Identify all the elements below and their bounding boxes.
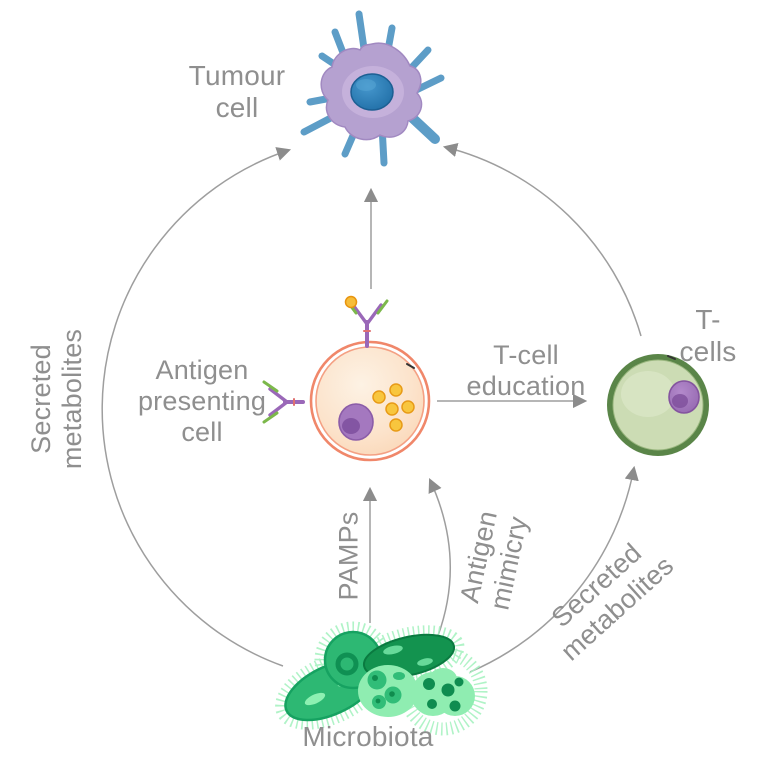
t-cells-label: T-cells: [679, 304, 737, 367]
antibody-receptor-left: [262, 380, 305, 424]
bacterium-spot: [417, 658, 433, 666]
tumour-cell-label: Tumour cell: [188, 60, 286, 123]
apc-vesicles: [372, 383, 415, 432]
antibody-receptor-top: [344, 295, 389, 348]
tcell-membrane-speck: [667, 355, 676, 360]
tumour-cell-illustration: [300, 10, 445, 167]
tcell-nucleolus: [672, 394, 688, 408]
tcell-inner-light: [621, 371, 675, 417]
antigen-presenting-cell-illustration: [262, 295, 431, 462]
apc-nucleolus: [342, 418, 360, 434]
tumour-cell-nucleus: [350, 73, 394, 111]
arrow-tcells-to-tumour: [442, 143, 642, 337]
secreted-metabolites-left-label: Secreted metabolites: [26, 328, 87, 470]
microbiota-illustration: [275, 621, 488, 736]
t-cell-illustration: [607, 354, 709, 456]
bacterium-spot: [304, 692, 326, 706]
pamps-label: PAMPs: [333, 511, 364, 601]
arrow-secreted-metabolites-left: [101, 147, 292, 667]
arrow-antigen-mimicry: [428, 478, 451, 642]
antigen-presenting-cell-label: Antigen presenting cell: [137, 354, 267, 447]
bacteria-cluster-center: [358, 665, 418, 717]
tumour-nucleus-highlight: [356, 79, 376, 91]
antigen-dot: [344, 295, 358, 309]
bacteria-cluster-right: [411, 668, 475, 716]
microbiota-label: Microbiota: [302, 721, 434, 753]
t-cell-education-label: T-cell education: [466, 340, 586, 401]
bacterium-round-ring: [335, 652, 359, 676]
apc-outer-membrane: [309, 340, 431, 462]
bacterium-spot: [383, 645, 403, 655]
apc-membrane-speck: [406, 363, 415, 369]
arrow-secreted-metabolites-right: [469, 465, 639, 673]
